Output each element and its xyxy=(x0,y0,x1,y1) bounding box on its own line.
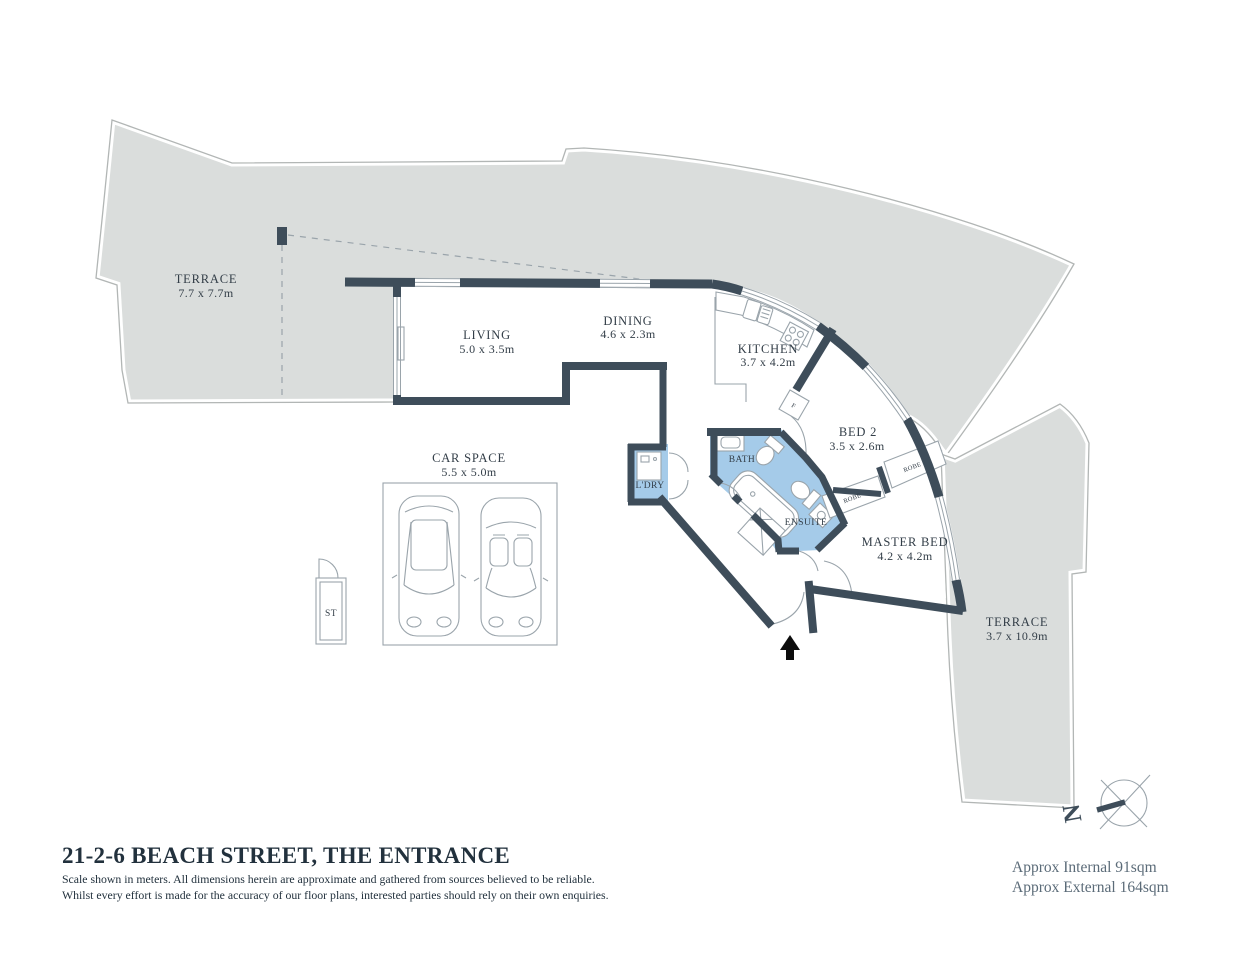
car-space-dims: 5.5 x 5.0m xyxy=(441,465,497,479)
window-bed2 xyxy=(862,363,911,422)
washer-icon xyxy=(636,451,662,481)
fridge-icon: F xyxy=(778,389,810,421)
bath-toilet-icon xyxy=(755,434,786,466)
unit-walls xyxy=(344,277,967,634)
stove-icon xyxy=(779,321,810,352)
master-bed-dims: 4.2 x 4.2m xyxy=(877,549,933,563)
window-living-left xyxy=(393,297,405,395)
kitchen-label: KITCHEN xyxy=(738,342,798,356)
fridge-label: F xyxy=(790,402,797,410)
window-top-2 xyxy=(599,278,651,288)
car-space xyxy=(382,482,558,646)
kitchen-fixtures: F xyxy=(714,291,815,421)
shower-icon xyxy=(737,507,787,557)
laundry-fixtures xyxy=(636,451,689,500)
window-kitchen xyxy=(740,286,821,330)
room-labels: TERRACE 7.7 x 7.7m LIVING 5.0 x 3.5m DIN… xyxy=(175,272,1049,643)
car-space-label: CAR SPACE xyxy=(432,451,506,465)
sink-icon xyxy=(742,298,774,326)
door-arcs xyxy=(719,415,853,625)
compass-north-label: N xyxy=(1058,802,1088,824)
approx-internal: Approx Internal 91sqm xyxy=(1012,859,1157,876)
approx-external: Approx External 164sqm xyxy=(1012,878,1169,896)
laundry-label: L'DRY xyxy=(635,481,664,491)
terrace-top-shape xyxy=(92,115,1079,462)
kitchen-floor-line xyxy=(714,297,747,402)
window-top-1 xyxy=(414,277,461,288)
page-title: 21-2-6 BEACH STREET, THE ENTRANCE xyxy=(62,843,511,868)
master-door-arc xyxy=(823,560,853,596)
car-space-outline xyxy=(382,482,558,646)
compass-icon: N xyxy=(1058,774,1151,830)
disclaimer-line2: Whilst every effort is made for the accu… xyxy=(62,887,609,902)
car-convertible-icon xyxy=(473,497,549,637)
ensuite-toilet-icon xyxy=(790,480,822,511)
terrace-top-dims: 7.7 x 7.7m xyxy=(178,286,234,300)
living-label: LIVING xyxy=(463,328,511,342)
living-dims: 5.0 x 3.5m xyxy=(459,342,515,356)
ensuite-label: ENSUITE xyxy=(785,518,827,528)
terrace-boundary-dashed xyxy=(277,227,704,400)
windows xyxy=(393,277,961,582)
entry-arrow-icon xyxy=(780,635,800,660)
disclaimer-line1: Scale shown in meters. All dimensions he… xyxy=(62,872,595,886)
dining-dims: 4.6 x 2.3m xyxy=(600,327,656,341)
laundry-door-arcs xyxy=(668,452,689,500)
dining-label: DINING xyxy=(603,314,652,328)
terrace-top-area xyxy=(92,115,1079,462)
storage-label: ST xyxy=(325,609,337,619)
terrace-right-dims: 3.7 x 10.9m xyxy=(986,629,1048,643)
ensuite-door-arc xyxy=(798,550,819,572)
master-bed-label: MASTER BED xyxy=(862,535,949,549)
bed2-dims: 3.5 x 2.6m xyxy=(829,439,885,453)
bed2-door-arc xyxy=(790,415,807,457)
area-summary: Approx Internal 91sqm Approx External 16… xyxy=(1012,858,1169,897)
wall-stub xyxy=(277,227,287,245)
bath-label: BATH xyxy=(729,455,755,465)
bed2-label: BED 2 xyxy=(839,425,877,439)
storage-door-arc xyxy=(318,558,339,579)
bath-ensuite-room xyxy=(710,428,845,552)
kitchen-dims: 3.7 x 4.2m xyxy=(740,355,796,369)
terrace-top-label: TERRACE xyxy=(175,272,238,286)
storage-outline xyxy=(315,577,347,645)
terrace-right-label: TERRACE xyxy=(986,615,1049,629)
window-master xyxy=(934,495,961,582)
car-sedan-icon xyxy=(391,495,467,637)
disclaimer: Scale shown in meters. All dimensions he… xyxy=(62,872,609,903)
storage-unit xyxy=(315,558,347,645)
bath-sink-icon xyxy=(716,433,745,452)
entry-door-arc xyxy=(772,591,805,625)
